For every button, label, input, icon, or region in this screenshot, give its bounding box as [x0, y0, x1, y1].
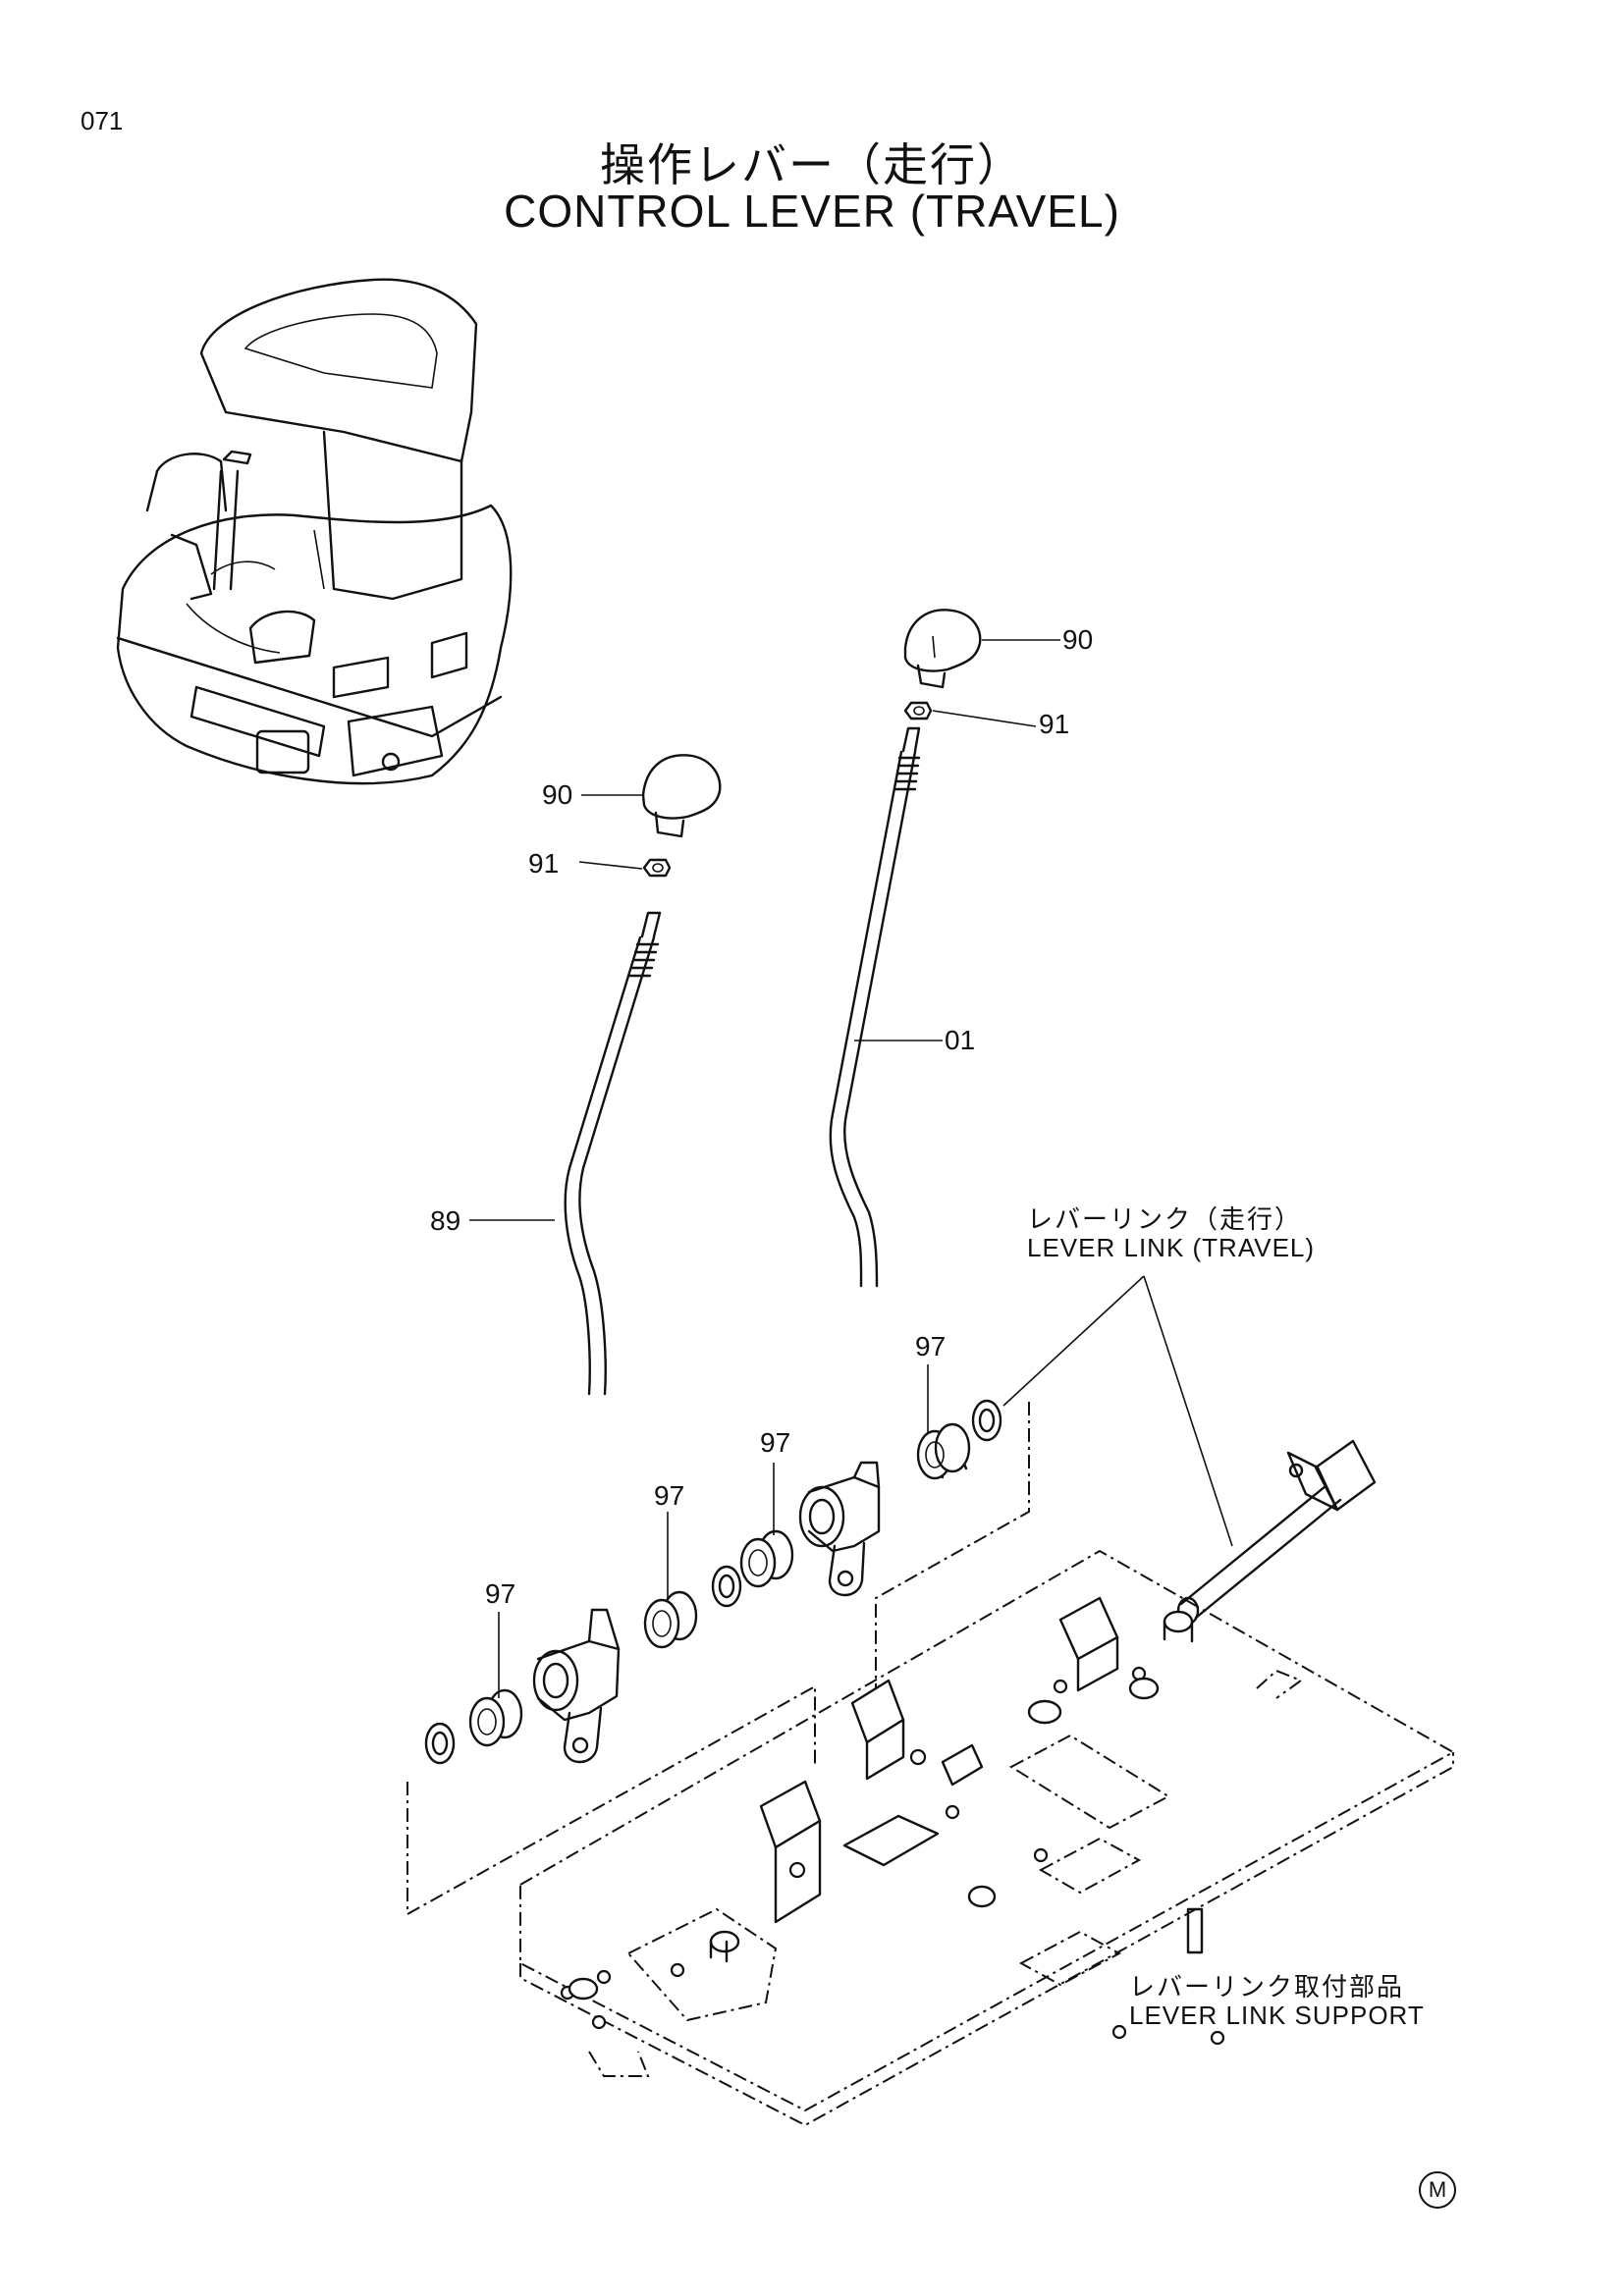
callout-nut-right: 91 — [1039, 709, 1070, 739]
spacer-right-inner — [739, 1529, 794, 1588]
lever-link-support-plate — [519, 1549, 1456, 2127]
spacer-left-inner — [643, 1590, 698, 1649]
callout-knob-right: 90 — [1062, 624, 1094, 655]
support-label-jp: レバーリンク取付部品 — [1129, 1972, 1405, 2002]
callout-leader-lines — [469, 639, 1233, 1698]
nut-left — [642, 858, 672, 878]
washer-right-outer — [971, 1399, 1002, 1442]
lever-link-label-en: LEVER LINK (TRAVEL) — [1027, 1233, 1316, 1262]
page-title-jp: 操作レバー（走行） — [600, 139, 1024, 190]
callout-lever-left: 89 — [430, 1205, 461, 1236]
excavator-cab-illustration — [116, 278, 513, 785]
spacer-left-outer — [468, 1688, 523, 1747]
washer-middle — [711, 1565, 742, 1608]
knob-left — [641, 754, 722, 838]
lever-link-pin — [1176, 1439, 1377, 1626]
travel-lever-left-89 — [532, 911, 662, 1764]
knob-right — [903, 609, 982, 689]
nut-right — [903, 701, 933, 721]
callout-spacer-left-outer: 97 — [485, 1578, 516, 1609]
lever-link-brackets — [759, 1596, 1119, 1924]
assembly-guide-lines — [406, 1402, 1030, 1916]
washer-left-outer — [424, 1722, 456, 1765]
lever-link-label-jp: レバーリンク（走行） — [1027, 1204, 1303, 1234]
callout-knob-left: 90 — [542, 779, 573, 810]
callout-lever-right: 01 — [945, 1025, 976, 1055]
callout-spacer-right-outer: 97 — [915, 1331, 947, 1362]
callout-nut-left: 91 — [528, 848, 560, 879]
support-label-en: LEVER LINK SUPPORT — [1129, 2001, 1425, 2030]
travel-lever-right-01 — [798, 726, 921, 1597]
page-title-en: CONTROL LEVER (TRAVEL) — [504, 186, 1120, 237]
spacer-right-outer — [916, 1422, 971, 1480]
manufacturer-mark: M — [1419, 2171, 1456, 2209]
callout-spacer-left-inner: 97 — [654, 1480, 685, 1511]
callout-spacer-right-inner: 97 — [760, 1427, 791, 1458]
page-number: 071 — [81, 106, 124, 135]
